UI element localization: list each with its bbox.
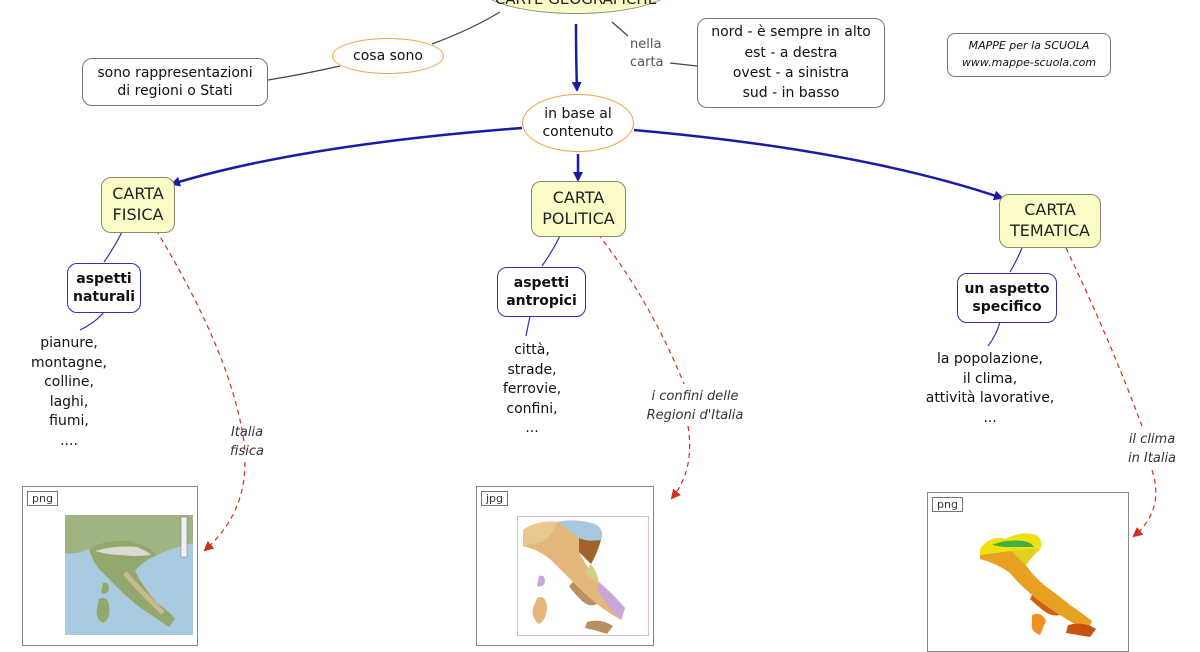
un-aspetto-specifico-label: un aspetto specifico (964, 280, 1050, 315)
carta-tematica-title: CARTA TEMATICA (1010, 200, 1090, 240)
un-aspetto-specifico-node[interactable]: un aspetto specifico (957, 273, 1057, 323)
carta-tematica-items-text: la popolazione, il clima, attività lavor… (925, 351, 1055, 426)
carta-tematica-node[interactable]: CARTA TEMATICA (999, 194, 1101, 248)
link-cosa-definizione (267, 65, 341, 81)
link-fisica-aspetti (103, 231, 123, 263)
link-inbase-fisica (170, 126, 523, 187)
aspetti-naturali-label: aspetti naturali (72, 270, 136, 305)
dashed-link-fisica (155, 229, 246, 451)
italia-fisica-image[interactable]: png (22, 486, 198, 646)
link-inbase-tematica (633, 128, 1004, 201)
physical-map-thumbnail (65, 515, 193, 635)
file-type-tag: jpg (481, 491, 509, 506)
italia-fisica-text: Italia fisica (230, 425, 264, 459)
clima-italia-label[interactable]: il clima in Italia (1116, 431, 1188, 469)
nella-carta-label: nella carta (630, 37, 664, 71)
carta-politica-items-text: città, strade, ferrovie, confini, ... (502, 342, 562, 437)
root-concept-title: CARTE GEOGRAFICHE (495, 0, 657, 9)
link-tematica-aspetto (1009, 247, 1023, 273)
link-nella-orientamento (669, 62, 698, 67)
definition-text: sono rappresentazioni di regioni o Stati (97, 64, 253, 99)
in-base-label: in base al contenuto (542, 105, 614, 140)
concept-links (79, 11, 1157, 552)
carta-tematica-items: la popolazione, il clima, attività lavor… (912, 350, 1068, 430)
dashed-link-fisica-img (203, 461, 246, 552)
political-map-thumbnail (517, 516, 649, 636)
link-aspetto-items-tematica (987, 321, 1001, 347)
definition-node[interactable]: sono rappresentazioni di regioni o Stati (82, 58, 268, 106)
dashed-link-tematica-img (1132, 469, 1157, 538)
carta-fisica-node[interactable]: CARTA FISICA (101, 177, 175, 233)
italia-fisica-label[interactable]: Italia fisica (210, 424, 284, 462)
dashed-link-politica (597, 233, 685, 385)
carta-fisica-items: pianure, montagne, colline, laghi, fiumi… (20, 334, 118, 452)
clima-italia-image[interactable]: png (927, 492, 1129, 652)
carta-politica-title: CARTA POLITICA (542, 188, 615, 228)
carta-politica-node[interactable]: CARTA POLITICA (531, 181, 626, 237)
aspetti-antropici-label: aspetti antropici (506, 274, 577, 309)
orientation-text: nord - è sempre in alto est - a destra o… (711, 24, 871, 102)
climate-map-thumbnail (980, 533, 1096, 637)
link-aspetti-items-politica (525, 315, 531, 337)
link-aspetti-items-fisica (79, 311, 105, 331)
file-type-tag: png (27, 491, 58, 506)
link-title-nella (611, 21, 629, 37)
link-politica-aspetti (541, 235, 561, 267)
confini-regioni-label[interactable]: i confini delle Regioni d'Italia (640, 388, 750, 426)
confini-regioni-text: i confini delle Regioni d'Italia (646, 389, 744, 423)
link-title-inbase (571, 23, 582, 92)
link-title-cosa (431, 11, 501, 45)
orientation-node[interactable]: nord - è sempre in alto est - a destra o… (697, 18, 885, 108)
aspetti-antropici-node[interactable]: aspetti antropici (497, 267, 586, 317)
cosa-sono-label: cosa sono (353, 47, 423, 64)
in-base-node[interactable]: in base al contenuto (522, 94, 634, 152)
aspetti-naturali-node[interactable]: aspetti naturali (67, 263, 141, 313)
clima-italia-text: il clima in Italia (1127, 432, 1177, 466)
carta-fisica-title: CARTA FISICA (112, 184, 164, 224)
regioni-italia-image[interactable]: jpg (476, 486, 654, 646)
carta-fisica-items-text: pianure, montagne, colline, laghi, fiumi… (31, 335, 107, 449)
cosa-sono-node[interactable]: cosa sono (332, 38, 444, 74)
carta-politica-items: città, strade, ferrovie, confini, ... (490, 341, 574, 441)
dashed-link-tematica (1065, 247, 1143, 427)
dashed-link-politica-img (670, 425, 691, 500)
mappe-scuola-logo[interactable]: MAPPE per la SCUOLA www.mappe-scuola.com (947, 33, 1111, 77)
file-type-tag: png (932, 497, 963, 512)
